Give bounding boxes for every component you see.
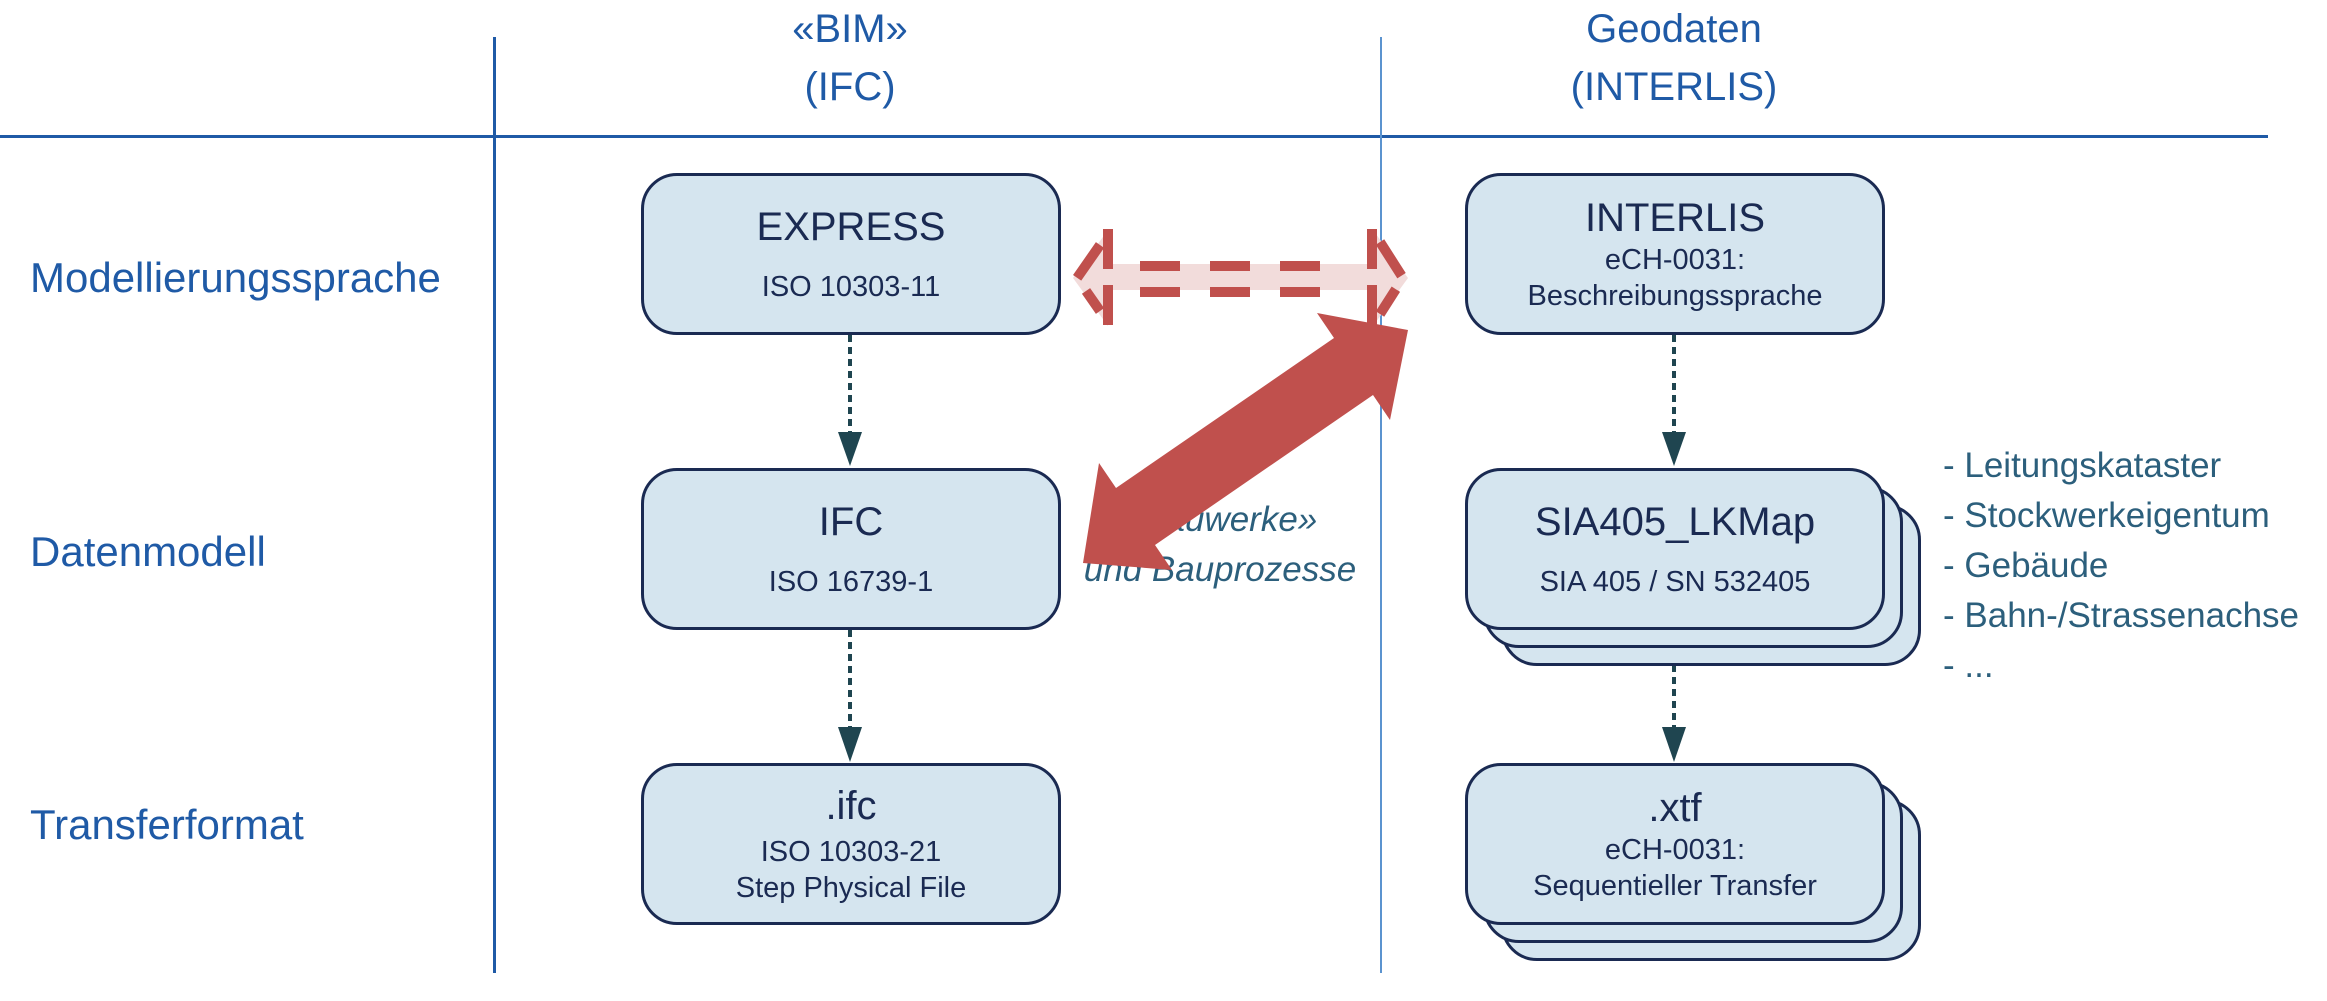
row-label-datenmodell: Datenmodell	[30, 528, 266, 575]
box-dot-ifc-title: .ifc	[825, 784, 877, 828]
column-header-geodaten-line2: (INTERLIS)	[1570, 65, 1778, 109]
row-label-transferformat: Transferformat	[30, 801, 304, 848]
column-header-bim-line1: «BIM»	[792, 7, 908, 51]
column-header-bim-line2: (IFC)	[804, 65, 896, 109]
box-sia405-title: SIA405_LKMap	[1534, 500, 1816, 544]
solid-double-arrow-icon	[1083, 313, 1408, 570]
box-interlis: INTERLIS eCH-0031: Beschreibungssprache	[1465, 173, 1885, 335]
model-examples-list: - Leitungskataster - Stockwerkeigentum -…	[1943, 441, 2299, 691]
box-xtf-description: Sequentieller Transfer	[1533, 870, 1817, 902]
box-interlis-description: Beschreibungssprache	[1527, 280, 1823, 312]
box-express-standard: ISO 10303-11	[761, 271, 941, 303]
box-sia405-lkmap: SIA405_LKMap SIA 405 / SN 532405	[1465, 468, 1885, 630]
list-item: - Bahn-/Strassenachse	[1943, 596, 2300, 635]
box-ifc-standard: ISO 16739-1	[768, 566, 934, 598]
box-xtf-title: .xtf	[1648, 786, 1702, 830]
box-express-title: EXPRESS	[756, 205, 946, 249]
connector-ifc-dotifc	[838, 630, 862, 762]
connector-interlis-sia405	[1662, 335, 1686, 466]
column-header-bim: «BIM» (IFC)	[640, 0, 1060, 116]
list-item: - Stockwerkeigentum	[1943, 496, 2270, 535]
box-sia405-standard: SIA 405 / SN 532405	[1539, 566, 1811, 598]
box-interlis-title: INTERLIS	[1584, 196, 1766, 240]
dashed-double-arrow-icon	[1070, 229, 1409, 326]
header-divider	[0, 135, 2268, 138]
row-label-modellierungssprache: Modellierungssprache	[30, 254, 441, 301]
list-item: - ...	[1943, 646, 1994, 685]
column-header-geodaten: Geodaten (INTERLIS)	[1465, 0, 1883, 116]
column-header-geodaten-line1: Geodaten	[1586, 7, 1762, 51]
box-dot-ifc: .ifc ISO 10303-21 Step Physical File	[641, 763, 1061, 925]
box-dot-ifc-standard: ISO 10303-21	[760, 836, 942, 868]
box-dot-ifc-description: Step Physical File	[735, 872, 967, 904]
box-ifc: IFC ISO 16739-1	[641, 468, 1061, 630]
box-xtf-standard: eCH-0031:	[1604, 834, 1746, 866]
box-interlis-standard: eCH-0031:	[1604, 244, 1746, 276]
bim-geo-divider	[1380, 37, 1382, 973]
connector-express-ifc	[838, 335, 862, 466]
box-xtf: .xtf eCH-0031: Sequentieller Transfer	[1465, 763, 1885, 925]
connector-sia405-xtf	[1662, 665, 1686, 762]
list-item: - Gebäude	[1943, 546, 2109, 585]
box-ifc-title: IFC	[818, 500, 884, 544]
label-column-divider	[493, 37, 496, 973]
list-item: - Leitungskataster	[1943, 446, 2222, 485]
box-express: EXPRESS ISO 10303-11	[641, 173, 1061, 335]
